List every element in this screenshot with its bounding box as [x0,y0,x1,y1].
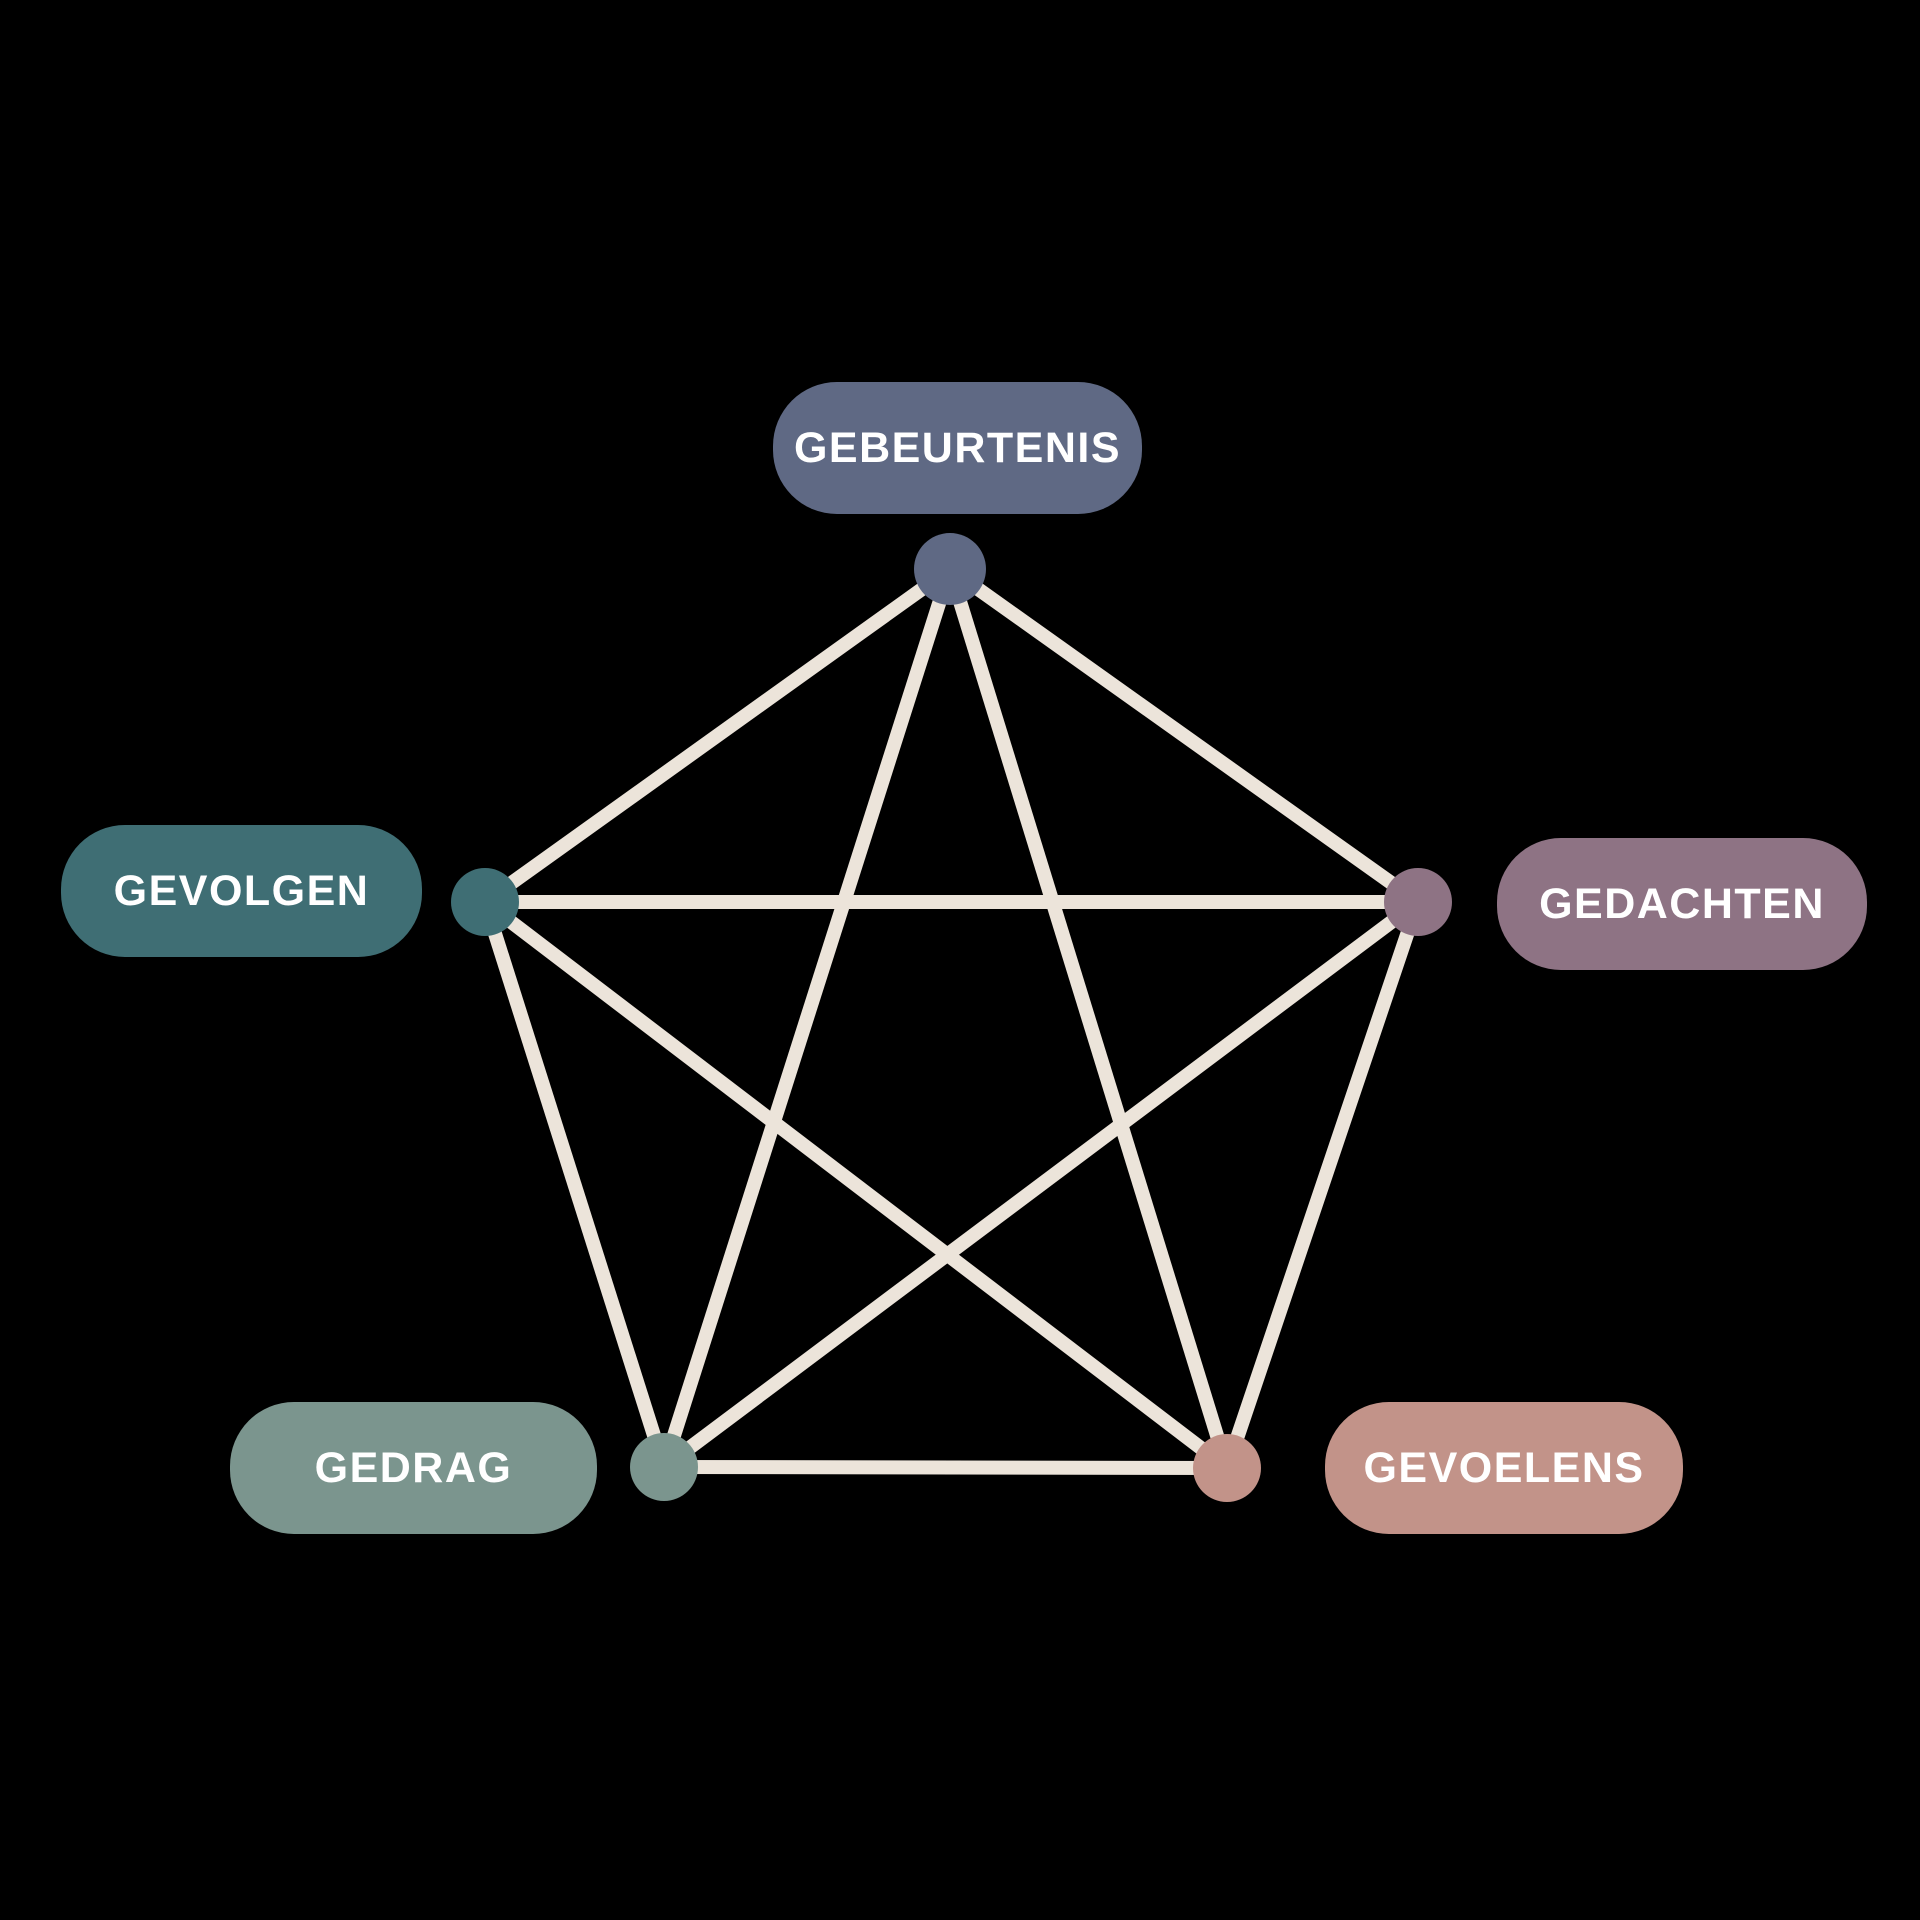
edge-gevoelens-gevolgen [480,896,1232,1474]
label-gebeurtenis-text: GEBEURTENIS [793,423,1122,472]
label-gedrag-text: GEDRAG [314,1443,513,1492]
node-gebeurtenis-dot [914,533,986,605]
edge-gevoelens-gedrag [663,1460,1228,1475]
edge-gebeurtenis-gedachten [945,563,1423,908]
label-gevolgen: GEVOLGEN [61,825,422,957]
node-gedachten-dot [1384,868,1452,936]
node-gevolgen-dot [451,868,519,936]
node-dot-group [451,533,1452,1502]
edge-gedachten-gedrag [659,896,1423,1473]
node-gevoelens-dot [1193,1434,1261,1502]
label-gevoelens: GEVOELENS [1325,1402,1683,1534]
node-gedrag-dot [630,1433,698,1501]
edge-gebeurtenis-gevoelens [943,566,1234,1471]
edge-gebeurtenis-gedrag [657,566,957,1470]
edge-group [478,563,1425,1475]
label-gedachten-text: GEDACHTEN [1539,879,1825,928]
label-gevoelens-text: GEVOELENS [1363,1443,1645,1492]
label-gebeurtenis: GEBEURTENIS [773,382,1142,514]
edge-gedrag-gevolgen [478,899,671,1470]
label-gedachten: GEDACHTEN [1497,838,1867,970]
label-gedrag: GEDRAG [230,1402,597,1534]
edge-gedachten-gevoelens [1220,899,1425,1471]
edge-gebeurtenis-gevolgen [480,563,955,908]
label-gevolgen-text: GEVOLGEN [113,866,370,915]
